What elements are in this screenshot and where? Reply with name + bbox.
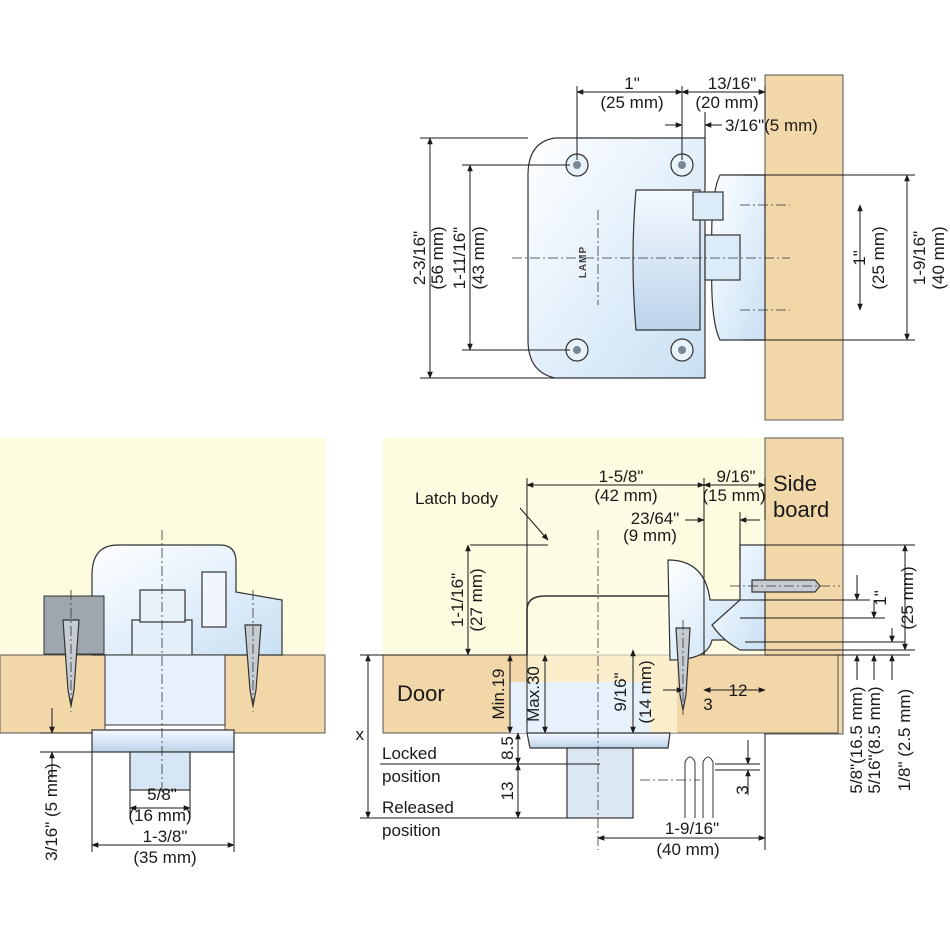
dim-x-label: x — [356, 725, 365, 744]
right-view: 1-1/16" (27 mm) 1-5/8" (42 mm) 9/16" (15… — [356, 437, 917, 859]
dim-13-label: 13 — [498, 782, 517, 801]
released-position-line1: Released — [382, 798, 454, 817]
dim-12-label: 12 — [729, 681, 748, 700]
top-view: LAMP 1" (25 mm) 13/16" (20 mm) 3/16"(5 m… — [410, 74, 948, 421]
side-board-label-line2: board — [773, 497, 829, 522]
max-thickness-label: Max.30 — [524, 666, 543, 722]
dim-3-16-label: 3/16"(5 mm) — [725, 116, 818, 135]
dim-1in-v-label: 1" — [850, 250, 869, 266]
dim-16mm-label: (16 mm) — [128, 806, 191, 825]
latch-body-label: Latch body — [415, 489, 499, 508]
push-knob-left — [129, 751, 191, 791]
strike-plate-right — [711, 544, 766, 651]
dim-23-64-label: 23/64" — [631, 509, 680, 528]
dim-56mm-label: (56 mm) — [428, 226, 447, 289]
dim-27mm-label: (27 mm) — [467, 568, 486, 631]
screw-hole-icon — [573, 346, 581, 354]
dim-5-8-v-label: 5/8"(16.5 mm) — [847, 686, 866, 793]
dim-40mm-right-label: (40 mm) — [656, 840, 719, 859]
dim-25mm-right-label: (25 mm) — [898, 566, 917, 629]
dim-1-5-8-label: 1-5/8" — [599, 467, 644, 486]
locked-position-line2: position — [382, 767, 441, 786]
push-knob-right — [566, 747, 634, 819]
latch-bolt-top — [632, 189, 701, 331]
side-board-label-line1: Side — [773, 471, 817, 496]
dim-8-5-label: 8.5 — [498, 736, 517, 760]
dim-1-9-16-right-label: 1-9/16" — [665, 819, 719, 838]
dim-40mm-label: (40 mm) — [929, 226, 948, 289]
dim-25mm-v-label: (25 mm) — [869, 226, 888, 289]
catch-top — [692, 191, 724, 221]
latch-slot-side — [201, 571, 227, 628]
dim-20mm-label: (20 mm) — [695, 93, 758, 112]
dim-5-16-v-label: 5/16"(8.5 mm) — [865, 686, 884, 793]
dim-1in-right-label: 1" — [871, 590, 890, 606]
dim-3-16-side-label: 3/16" (5 mm) — [42, 763, 61, 861]
dim-1-11-16-label: 1-11/16" — [450, 227, 469, 289]
dim-1-3-8-label: 1-3/8" — [143, 827, 188, 846]
side-board-top — [764, 74, 844, 421]
screw-hole-icon — [573, 161, 581, 169]
screw-hole-icon — [678, 346, 686, 354]
dim-43mm-label: (43 mm) — [469, 226, 488, 289]
released-position-line2: position — [382, 821, 441, 840]
dim-3-label: 3 — [703, 695, 712, 714]
dim-3-right-label: 3 — [733, 785, 752, 794]
dim-5-8-label: 5/8" — [147, 785, 177, 804]
bottom-flange — [91, 729, 235, 753]
door-bore-left — [104, 654, 226, 726]
min-thickness-label: Min.19 — [489, 668, 508, 719]
locked-position-line1: Locked — [382, 744, 437, 763]
screw-hole-icon — [678, 161, 686, 169]
dim-1-8-v-label: 1/8" (2.5 mm) — [895, 689, 914, 791]
dim-42mm-label: (42 mm) — [594, 486, 657, 505]
dim-14mm-label: (14 mm) — [636, 660, 655, 723]
catch-hook-top — [704, 234, 741, 281]
dim-35mm-label: (35 mm) — [133, 848, 196, 867]
latch-cup-top-side — [139, 589, 186, 623]
dim-9mm-label: (9 mm) — [623, 526, 677, 545]
dim-13-16-label: 13/16" — [708, 74, 757, 93]
left-view: 5/8" (16 mm) 1-3/8" (35 mm) 3/16" (5 mm) — [0, 438, 326, 867]
dim-1-9-16-label: 1-9/16" — [910, 231, 929, 285]
dim-2-3-16-label: 2-3/16" — [410, 231, 429, 285]
dim-9-16-top-label: 9/16" — [716, 467, 755, 486]
brand-logo: LAMP — [578, 246, 589, 278]
dim-25mm-label: (25 mm) — [600, 93, 663, 112]
dim-15mm-label: (15 mm) — [702, 486, 765, 505]
dim-1-1-16-label: 1-1/16" — [448, 573, 467, 627]
latch-flange-right — [526, 732, 671, 749]
door-label: Door — [397, 681, 445, 706]
latch-cup-bore — [510, 682, 650, 733]
dim-1in-label: 1" — [624, 74, 640, 93]
dim-9-16-v-label: 9/16" — [611, 672, 630, 711]
door-right-part — [224, 654, 326, 734]
